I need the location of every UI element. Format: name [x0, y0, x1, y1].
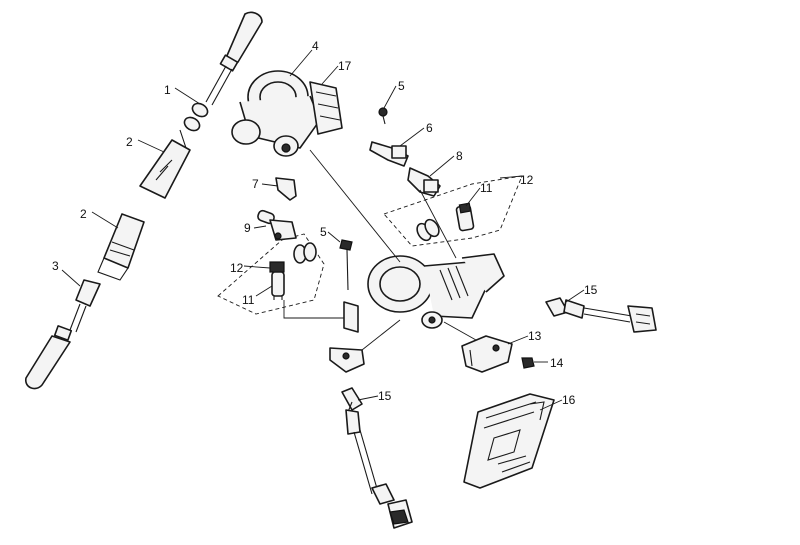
callout-4: 4	[312, 39, 319, 53]
sensor-part-8	[407, 167, 441, 197]
injector-housing-lower-part-2	[97, 213, 145, 281]
injector-housing-upper-part-2	[139, 129, 191, 199]
callout-8: 8	[456, 149, 463, 163]
bracket-part-13	[461, 335, 513, 373]
ecu-part-16	[463, 393, 555, 489]
callout-5b: 5	[320, 225, 327, 239]
hose-clamp-part-1	[183, 102, 209, 132]
nut-part-14	[521, 357, 535, 369]
actuator-part-17	[309, 81, 343, 135]
callout-15a: 15	[584, 283, 598, 297]
assembly-line-5	[443, 321, 477, 341]
callout-17: 17	[338, 59, 352, 73]
sensor-part-9	[257, 209, 297, 241]
callout-7: 7	[252, 177, 259, 191]
callout-1: 1	[164, 83, 171, 97]
sensor-part-6	[369, 141, 409, 167]
injector-part-11-left	[269, 261, 285, 300]
upper-hose	[205, 11, 263, 106]
assembly-line-3	[283, 300, 344, 319]
o-ring-left	[293, 242, 317, 264]
callout-2b: 2	[80, 207, 87, 221]
callout-2a: 2	[126, 135, 133, 149]
callout-12a: 12	[520, 173, 534, 187]
oxygen-sensor-part-15-lower	[341, 387, 413, 529]
assembly-line-2	[419, 189, 457, 259]
callout-15b: 15	[378, 389, 392, 403]
connector-part-3	[69, 279, 101, 333]
dashed-group-12-right	[383, 175, 523, 247]
o-ring-right	[416, 218, 440, 242]
lower-hose	[25, 325, 73, 390]
mounting-bracket	[329, 301, 365, 373]
injector-part-11-right	[455, 202, 475, 232]
callout-11b: 11	[242, 293, 255, 307]
bracket-part-7	[275, 177, 297, 201]
callout-16: 16	[562, 393, 576, 407]
assembly-line-1	[309, 149, 401, 263]
throttle-body-main	[367, 253, 505, 329]
callout-5a: 5	[398, 79, 405, 93]
callout-9: 9	[244, 221, 251, 235]
callout-12b: 12	[230, 261, 244, 275]
bolt-part-5-middle	[339, 239, 353, 291]
callout-6: 6	[426, 121, 433, 135]
callout-14: 14	[550, 356, 564, 370]
throttle-body-part-4	[231, 70, 321, 157]
oxygen-sensor-part-15-right	[545, 297, 657, 333]
assembly-line-4	[361, 319, 401, 351]
callout-13: 13	[528, 329, 542, 343]
bolt-part-5-upper	[378, 107, 388, 125]
callout-3: 3	[52, 259, 59, 273]
callout-11a: 11	[480, 181, 493, 195]
